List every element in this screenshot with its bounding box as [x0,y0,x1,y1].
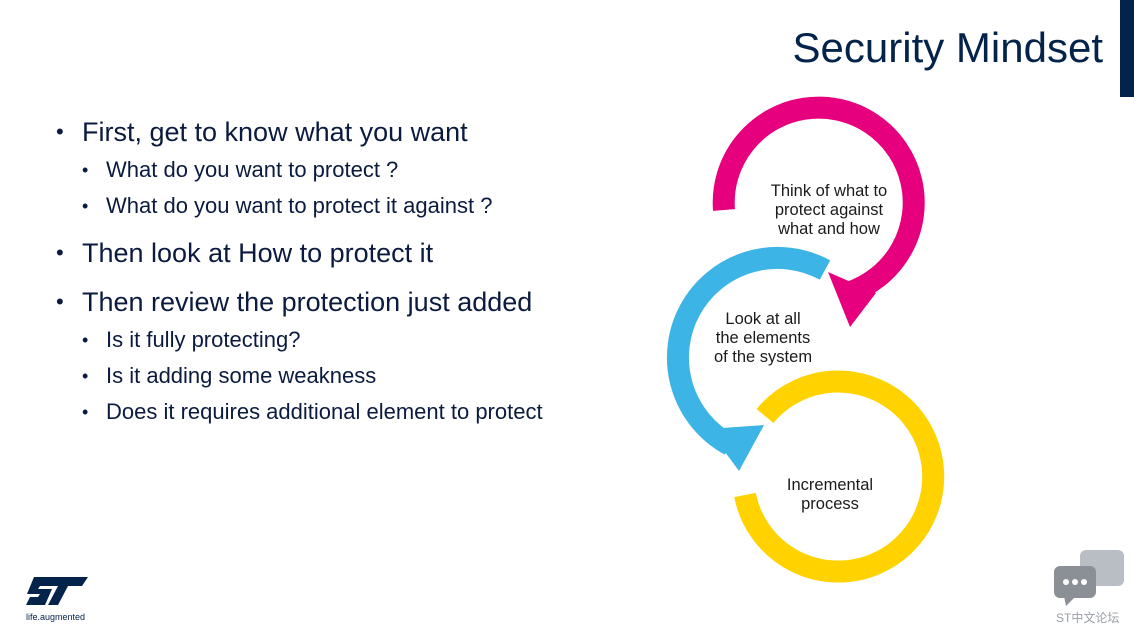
cycle-step-think-label: Think of what to protect against what an… [770,182,888,238]
bullet-item: First, get to know what you want [56,112,656,152]
sub-bullet-group: What do you want to protect ? What do yo… [56,152,656,224]
watermark-label: ST中文论坛 [1056,611,1120,625]
chat-bubbles-icon [1054,550,1124,606]
cycle-ring-think [712,96,925,304]
forum-watermark: ST中文论坛 [1052,548,1132,630]
sub-bullet-item: What do you want to protect ? [56,152,656,188]
title-accent-bar [1120,0,1134,97]
sub-bullet-item: Does it requires additional element to p… [56,394,656,430]
slide-title: Security Mindset [792,24,1103,71]
sub-bullet-item: What do you want to protect it against ? [56,188,656,224]
cycle-step-elements-label: Look at all the elements of the system [713,310,813,366]
cycle-diagram: Think of what to protect against what an… [640,95,960,615]
bullet-item: Then look at How to protect it [56,233,656,273]
cycle-arrowhead-blue [708,425,764,471]
sub-bullet-item: Is it adding some weakness [56,358,656,394]
sub-bullet-item: Is it fully protecting? [56,322,656,358]
cycle-arrowhead-magenta [828,272,876,327]
st-logo: life.augmented [24,574,104,628]
cycle-arrows [666,96,945,583]
bullet-item: Then review the protection just added [56,282,656,322]
cycle-ring-elements [666,246,831,455]
logo-tagline: life.augmented [26,612,86,622]
bullet-list: First, get to know what you want What do… [56,112,656,430]
cycle-step-incremental-label: Incremental process [786,476,874,513]
cycle-ring-incremental [734,370,945,583]
st-logo-icon [26,577,88,605]
sub-bullet-group: Is it fully protecting? Is it adding som… [56,322,656,430]
